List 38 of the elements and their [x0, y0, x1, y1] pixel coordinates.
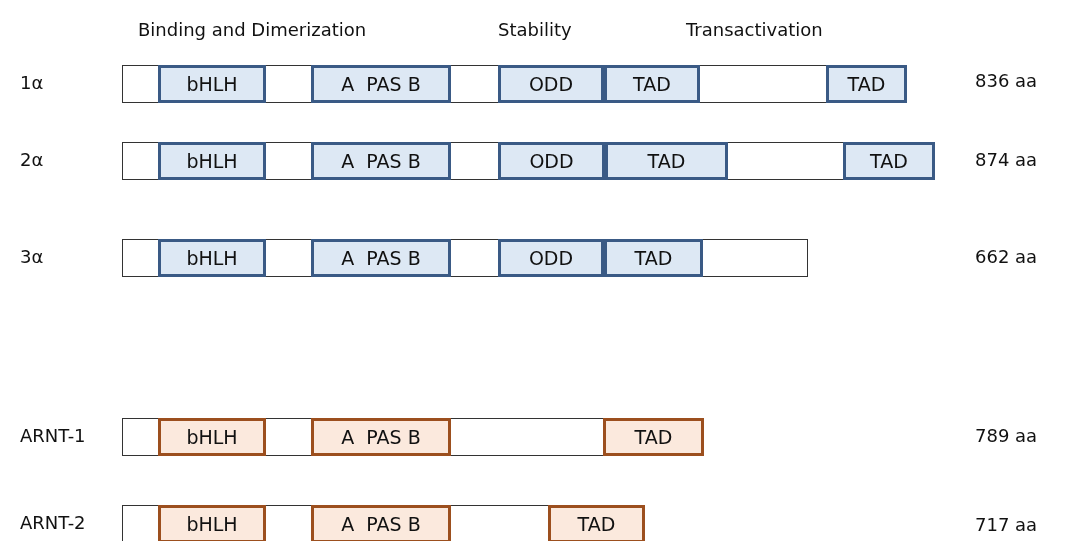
protein-name: ARNT-2: [20, 512, 86, 533]
protein-bar: [122, 418, 704, 456]
domain-box: TAD: [604, 65, 700, 103]
domain-box: bHLH: [158, 418, 266, 456]
protein-bar: [122, 505, 645, 541]
domain-box: A PAS B: [311, 65, 451, 103]
domain-box: TAD: [843, 142, 935, 180]
protein-name: 2α: [20, 149, 44, 170]
domain-box: A PAS B: [311, 142, 451, 180]
domain-box: TAD: [603, 418, 704, 456]
region-heading: Transactivation: [686, 19, 823, 40]
domain-box: ODD: [498, 65, 604, 103]
protein-name: 1α: [20, 72, 44, 93]
domain-box: bHLH: [158, 505, 266, 541]
domain-box: TAD: [604, 239, 703, 277]
protein-length: 836 aa: [975, 70, 1038, 91]
domain-box: A PAS B: [311, 505, 451, 541]
protein-length: 789 aa: [975, 425, 1038, 446]
region-heading: Binding and Dimerization: [138, 19, 367, 40]
protein-bar: [122, 239, 808, 277]
domain-box: ODD: [498, 142, 605, 180]
domain-box: ODD: [498, 239, 604, 277]
protein-length: 717 aa: [975, 514, 1038, 535]
domain-box: bHLH: [158, 239, 266, 277]
domain-box: A PAS B: [311, 418, 451, 456]
protein-name: 3α: [20, 246, 44, 267]
region-heading: Stability: [498, 19, 572, 40]
domain-box: TAD: [548, 505, 645, 541]
protein-length: 874 aa: [975, 149, 1038, 170]
protein-name: ARNT-1: [20, 425, 86, 446]
domain-box: bHLH: [158, 142, 266, 180]
protein-bar: [122, 142, 935, 180]
protein-bar: [122, 65, 907, 103]
domain-box: A PAS B: [311, 239, 451, 277]
domain-box: TAD: [605, 142, 728, 180]
domain-box: bHLH: [158, 65, 266, 103]
protein-length: 662 aa: [975, 246, 1038, 267]
domain-box: TAD: [826, 65, 907, 103]
